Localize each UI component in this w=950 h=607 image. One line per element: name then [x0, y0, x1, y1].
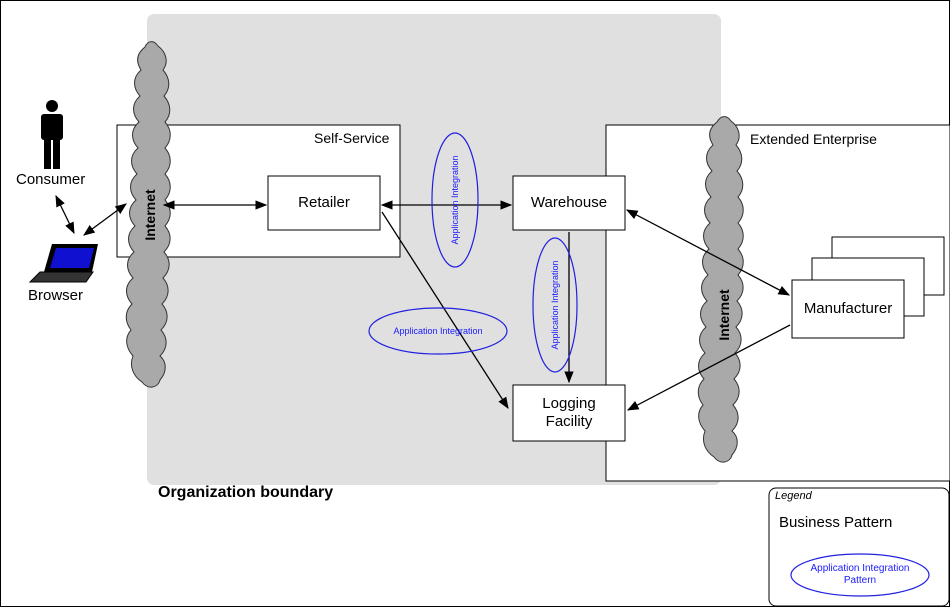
- retailer-logging-connector: [381, 211, 509, 409]
- consumer-browser-connector: [55, 194, 75, 235]
- person-icon: [41, 100, 63, 169]
- warehouse-label: Warehouse: [530, 194, 608, 211]
- legend-pattern-label: Application Integration Pattern: [811, 563, 910, 587]
- internet-right-label: Internet: [716, 289, 732, 341]
- extended-enterprise-label: Extended Enterprise: [750, 131, 877, 147]
- manufacturer-box: [791, 279, 905, 339]
- warehouse-manufacturer-connector: [625, 209, 791, 296]
- browser-internet-connector: [83, 203, 127, 236]
- laptop-icon: [28, 244, 98, 283]
- app-integration-pattern-ellipse: [532, 237, 578, 373]
- manufacturer-label: Manufacturer: [803, 300, 893, 317]
- retailer-box: [267, 175, 381, 231]
- legend-box: [768, 487, 950, 607]
- consumer-label: Consumer: [16, 171, 86, 188]
- app-integration-label-2: Application Integration: [550, 260, 560, 350]
- internet-left-label: Internet: [142, 189, 158, 241]
- app-integration-label-3: Application Integration: [393, 326, 483, 336]
- app-integration-label-1: Application Integration: [450, 155, 460, 245]
- legend-pattern-ellipse: [790, 553, 930, 597]
- organization-boundary-label: Organization boundary: [158, 484, 334, 501]
- app-integration-pattern-ellipse: [431, 132, 479, 268]
- logging-facility-line2: Facility: [545, 413, 593, 430]
- legend-title: Legend: [775, 490, 812, 502]
- app-integration-pattern-ellipse: [368, 307, 508, 355]
- internet-cloud-icon: [125, 41, 171, 388]
- manufacturer-logging-connector: [626, 324, 791, 411]
- logging-facility-box: [512, 384, 626, 442]
- legend-business-pattern: Business Pattern: [779, 514, 893, 531]
- self-service-label: Self-Service: [314, 130, 390, 146]
- warehouse-box: [512, 175, 626, 231]
- browser-label: Browser: [28, 287, 84, 304]
- logging-facility-line1: Logging: [542, 395, 596, 412]
- logging-facility-label: Logging Facility: [513, 385, 625, 441]
- retailer-label: Retailer: [298, 194, 350, 211]
- legend-pattern-line2: Pattern: [843, 575, 877, 586]
- legend-pattern-line1: Application Integration: [810, 563, 910, 574]
